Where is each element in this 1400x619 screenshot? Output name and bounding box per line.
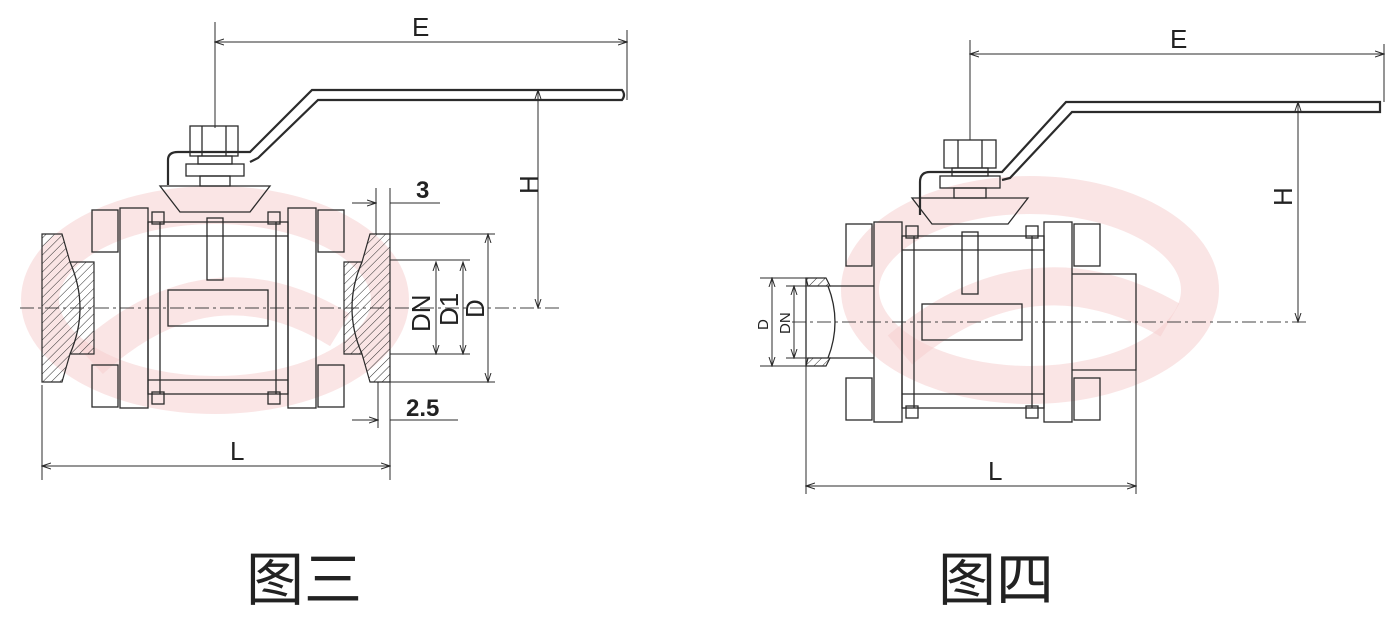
figure-4-valve (792, 40, 1382, 423)
fig4-weld-end-left (805, 278, 874, 366)
fig3-dim-d: D (460, 299, 490, 318)
fig4-dim-l: L (988, 456, 1002, 486)
fig4-handle (918, 100, 1382, 215)
fig3-clamp-end-right (343, 233, 391, 383)
figure-4-caption: 图四 (938, 546, 1054, 614)
fig4-dim-e: E (1170, 24, 1187, 54)
fig3-handle (166, 88, 626, 185)
fig4-weld-end-right (1072, 273, 1137, 371)
fig4-body (901, 235, 1045, 409)
watermark-right (841, 176, 1219, 404)
fig3-dim-h: H (514, 175, 544, 194)
fig3-dim-2-5: 2.5 (406, 395, 439, 422)
fig3-body (147, 221, 289, 395)
fig4-dim-dn: DN (777, 312, 794, 334)
fig4-dim-d: D (755, 319, 772, 330)
fig4-stem-nut (943, 139, 997, 169)
fig3-dim-e: E (412, 12, 429, 42)
fig3-dim-3: 3 (416, 177, 429, 204)
figure-3-caption: 图三 (246, 546, 362, 614)
fig3-dim-dn: DN (406, 294, 436, 332)
fig3-clamp-end-left (41, 233, 95, 383)
fig3-dim-l: L (230, 436, 244, 466)
fig4-dim-h: H (1268, 187, 1298, 206)
figure-4-dimensions: E H D DN L (755, 24, 1384, 494)
fig3-dim-d1: D1 (434, 293, 464, 326)
figure-3-valve (20, 22, 626, 409)
figure-3-dimensions: E H L DN D1 D 3 2.5 (42, 12, 627, 480)
